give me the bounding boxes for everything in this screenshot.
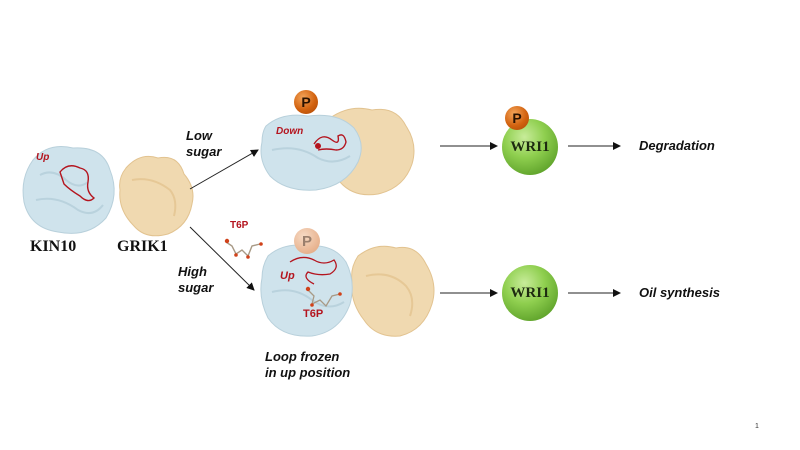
caption-line2: in up position (265, 365, 351, 380)
wri1-phospho-label: P (512, 110, 522, 126)
kin10-protein-structure (22, 146, 115, 234)
low-sugar-label: Low sugar (186, 128, 221, 160)
low-sugar-phospho-label: P (301, 94, 311, 110)
low-sugar-arrow (189, 149, 259, 190)
phosphate-icon: P (294, 90, 318, 114)
wri1-bottom-label: WRI1 (510, 284, 550, 301)
high-sugar-line1: High (178, 264, 207, 279)
free-t6p-molecule-icon (224, 238, 263, 259)
grik1-protein-structure (119, 155, 194, 237)
low-sugar-line2: sugar (186, 144, 222, 159)
high-sugar-up-label: Up (280, 270, 295, 282)
low-sugar-kin10-structure (260, 114, 362, 191)
free-t6p-label: T6P (230, 220, 249, 231)
caption-line1: Loop frozen (265, 349, 340, 364)
high-sugar-label: High sugar (178, 264, 213, 296)
high-sugar-arrow (189, 226, 255, 291)
page-number: 1 (755, 423, 759, 430)
high-sugar-grik1-structure (351, 245, 435, 337)
wri1-phosphate-icon: P (505, 106, 529, 130)
kin10-label: KIN10 (30, 238, 77, 255)
degradation-outcome: Degradation (639, 138, 715, 153)
high-sugar-phospho-label: P (301, 232, 312, 250)
high-sugar-kin10-structure (260, 244, 353, 337)
kin10-activation-loop (59, 165, 96, 202)
grik1-label: GRIK1 (117, 238, 168, 255)
wri1-node: WRI1 (502, 265, 558, 321)
bound-t6p-label: T6P (303, 308, 324, 320)
faded-phosphate-icon: P (294, 228, 320, 254)
low-sugar-activation-loop (313, 134, 347, 151)
bound-t6p-molecule (307, 289, 341, 308)
low-sugar-line1: Low (186, 128, 212, 143)
loop-frozen-caption: Loop frozen in up position (265, 349, 350, 381)
wri1-top-label: WRI1 (510, 138, 550, 155)
high-sugar-activation-loop (289, 256, 337, 285)
oil-synthesis-outcome: Oil synthesis (639, 285, 720, 300)
high-sugar-line2: sugar (178, 280, 214, 295)
kin10-up-label: Up (36, 152, 50, 163)
low-sugar-down-label: Down (276, 126, 304, 137)
